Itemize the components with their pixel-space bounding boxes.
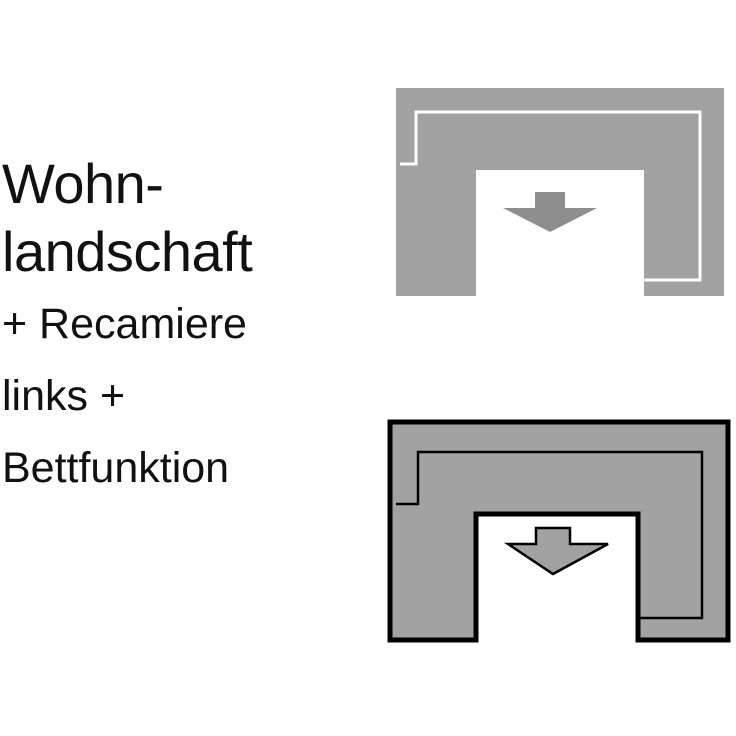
sofa-seam-line (396, 450, 704, 620)
down-arrow-icon (503, 192, 597, 232)
title-line-1: Wohn- (2, 152, 164, 215)
product-description: Wohn- landschaft + Recamiere links + Bet… (2, 150, 362, 504)
title-line-2: landschaft (2, 220, 253, 283)
sofa-seam-line (400, 110, 702, 282)
sofa-layout-diagram-bottom (387, 419, 731, 643)
sofa-u-shape (396, 88, 724, 296)
feature-line-links: links + (2, 372, 126, 420)
sofa-layout-diagram-top (396, 88, 724, 296)
down-arrow-icon (503, 526, 609, 576)
feature-line-recamiere: + Recamiere (2, 300, 247, 348)
feature-line-bettfunktion: Bettfunktion (2, 444, 230, 492)
sofa-u-shape-outlined (387, 419, 731, 643)
